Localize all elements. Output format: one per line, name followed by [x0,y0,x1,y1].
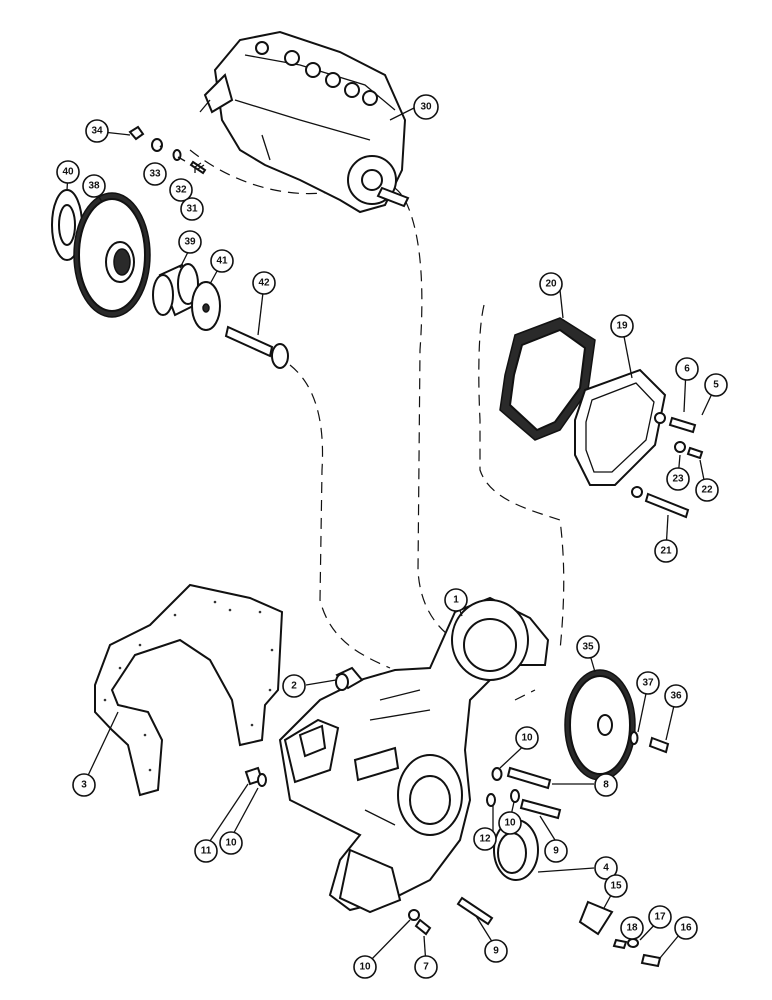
callout-label: 36 [670,691,682,702]
callout-label: 23 [672,474,684,485]
injection-pump-part [199,30,410,214]
callout-15: 15 [604,874,628,898]
callout-label: 15 [610,881,622,892]
callout-label: 10 [225,838,237,849]
callout-label: 31 [186,204,198,215]
callout-label: 19 [616,321,628,332]
callout-label: 33 [149,169,161,180]
callout-2: 2 [282,674,306,698]
callout-label: 4 [603,863,609,874]
callout-label: 34 [91,126,103,137]
callout-37: 37 [636,671,660,695]
callout-23: 23 [666,467,690,491]
callout-1: 1 [444,588,468,612]
callout-label: 38 [88,181,100,192]
callout-label: 30 [420,102,432,113]
callout-10-a: 10 [515,726,539,750]
callout-6-upper: 6 [675,357,699,381]
callout-10-d: 10 [353,955,377,979]
callout-label: 9 [493,946,499,957]
callout-9-b: 9 [484,939,508,963]
callout-4: 4 [594,856,618,880]
callout-16: 16 [674,916,698,940]
callout-label: 20 [545,279,557,290]
callout-label: 10 [504,818,516,829]
callout-12: 12 [473,827,497,851]
callout-31: 31 [180,197,204,221]
callout-9-a: 9 [544,839,568,863]
callout-20: 20 [539,272,563,296]
cover-plate-assembly [499,317,704,519]
callout-label: 37 [642,678,654,689]
callout-label: 9 [553,846,559,857]
callout-19: 19 [610,314,634,338]
bushing-part [335,666,364,691]
callout-41: 41 [210,249,234,273]
callout-label: 12 [479,834,491,845]
callout-label: 40 [62,167,74,178]
callout-11: 11 [194,839,218,863]
callout-label: 6 [684,364,690,375]
callout-label: 10 [521,733,533,744]
callout-40: 40 [56,160,80,184]
timing-pointer-assembly [578,900,662,968]
callout-39: 39 [178,230,202,254]
callout-34: 34 [85,119,109,143]
callout-label: 41 [216,256,228,267]
callout-8: 8 [594,773,618,797]
callout-label: 3 [81,780,87,791]
callout-label: 32 [175,185,187,196]
callout-42: 42 [252,271,276,295]
callout-10-c: 10 [219,831,243,855]
idler-gear-assembly [51,189,289,369]
callout-38: 38 [82,174,106,198]
callout-label: 16 [680,923,692,934]
callout-label: 35 [582,642,594,653]
callout-17: 17 [648,905,672,929]
timing-cover-gasket [94,583,284,797]
callout-36: 36 [664,684,688,708]
callout-22: 22 [695,478,719,502]
callout-32: 32 [169,178,193,202]
callout-5: 5 [704,373,728,397]
housing-fasteners [244,766,562,936]
callout-label: 11 [201,846,212,857]
callout-label: 5 [713,380,719,391]
callout-label: 39 [184,237,196,248]
callout-label: 22 [701,485,713,496]
callout-label: 1 [453,595,459,606]
callout-label: 7 [423,962,429,973]
callout-label: 17 [654,912,666,923]
pump-mounting-hardware [128,125,207,175]
callout-label: 10 [359,962,371,973]
callout-3: 3 [72,773,96,797]
pump-drive-gear [564,669,670,781]
callout-18: 18 [620,916,644,940]
callout-30: 30 [413,94,439,120]
assembly-leader-lines [189,149,565,701]
callout-10-b: 10 [498,811,522,835]
callout-35: 35 [576,635,600,659]
callout-7: 7 [414,955,438,979]
callout-label: 2 [291,681,297,692]
callout-label: 21 [660,546,672,557]
timing-gear-housing [278,596,550,914]
callout-label: 8 [603,780,609,791]
callout-33: 33 [143,162,167,186]
callout-label: 18 [626,923,638,934]
callout-21: 21 [654,539,678,563]
callout-label: 42 [258,278,270,289]
